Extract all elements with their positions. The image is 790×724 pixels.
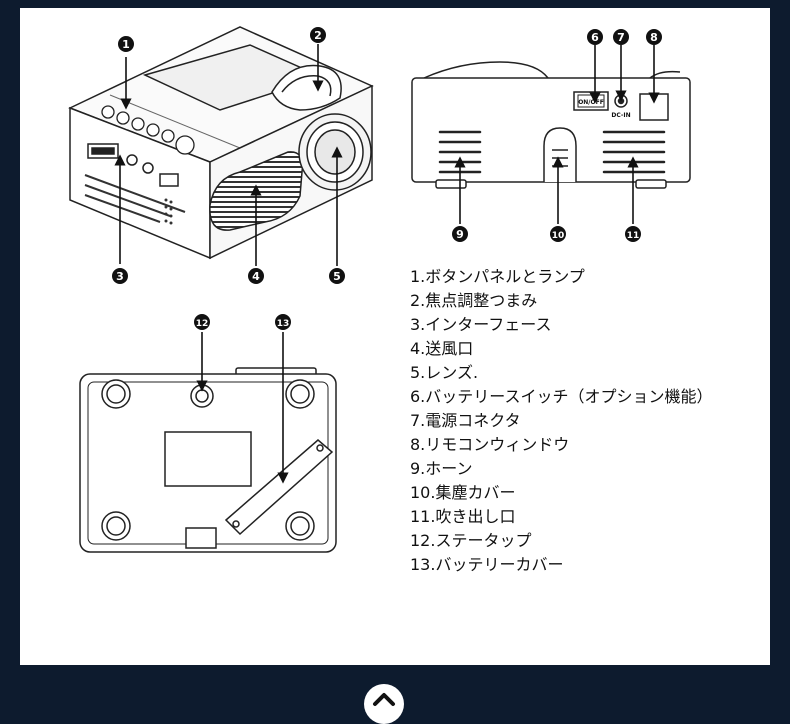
projector-bottom-view — [79, 367, 337, 553]
svg-text:7: 7 — [617, 31, 625, 44]
leader-lines — [114, 44, 660, 484]
callout-badges: 1 2 3 4 5 6 7 8 9 10 11 12 13 — [112, 27, 662, 330]
svg-text:13: 13 — [277, 319, 290, 329]
svg-text:10: 10 — [552, 231, 565, 241]
callout-9: 9 — [452, 226, 468, 242]
switch-label: ON/OFF — [578, 99, 604, 106]
legend-item: 10.集塵カバー — [410, 483, 516, 502]
svg-text:1: 1 — [122, 38, 130, 51]
svg-text:11: 11 — [627, 231, 640, 241]
legend-item: 12.ステータップ — [410, 531, 532, 550]
legend-item: 1.ボタンパネルとランプ — [410, 267, 585, 286]
callout-5: 5 — [329, 268, 345, 284]
svg-text:2: 2 — [314, 29, 322, 42]
projector-iso-view — [68, 26, 374, 260]
callout-6: 6 — [587, 29, 603, 45]
callout-12: 12 — [194, 314, 210, 330]
legend-item: 13.バッテリーカバー — [410, 555, 564, 574]
projector-back-view — [411, 61, 691, 189]
svg-text:6: 6 — [591, 31, 599, 44]
legend-item: 3.インターフェース — [410, 315, 552, 334]
scroll-top-button[interactable] — [364, 684, 404, 724]
svg-text:4: 4 — [252, 270, 260, 283]
svg-text:3: 3 — [116, 270, 124, 283]
callout-8: 8 — [646, 29, 662, 45]
callout-1: 1 — [118, 36, 134, 52]
callout-3: 3 — [112, 268, 128, 284]
legend-item: 7.電源コネクタ — [410, 411, 521, 430]
legend-item: 8.リモコンウィンドウ — [410, 435, 570, 454]
svg-text:9: 9 — [456, 228, 464, 241]
legend-item: 4.送風口 — [410, 339, 474, 358]
svg-text:5: 5 — [333, 270, 341, 283]
svg-text:8: 8 — [650, 31, 658, 44]
legend-item: 5.レンズ. — [410, 363, 479, 382]
callout-10: 10 — [550, 226, 566, 242]
legend-item: 2.焦点調整つまみ — [410, 291, 538, 310]
callout-7: 7 — [613, 29, 629, 45]
callout-13: 13 — [275, 314, 291, 330]
chevron-up-icon — [373, 693, 395, 706]
legend-item: 11.吹き出し口 — [410, 507, 516, 526]
callout-2: 2 — [310, 27, 326, 43]
callout-11: 11 — [625, 226, 641, 242]
parts-legend: 1.ボタンパネルとランプ 2.焦点調整つまみ 3.インターフェース 4.送風口 … — [410, 265, 712, 577]
legend-item: 9.ホーン — [410, 459, 473, 478]
legend-item: 6.バッテリースイッチ（オプション機能） — [410, 387, 713, 406]
dc-in-label: DC-IN — [611, 112, 630, 119]
svg-text:12: 12 — [196, 319, 209, 329]
callout-4: 4 — [248, 268, 264, 284]
